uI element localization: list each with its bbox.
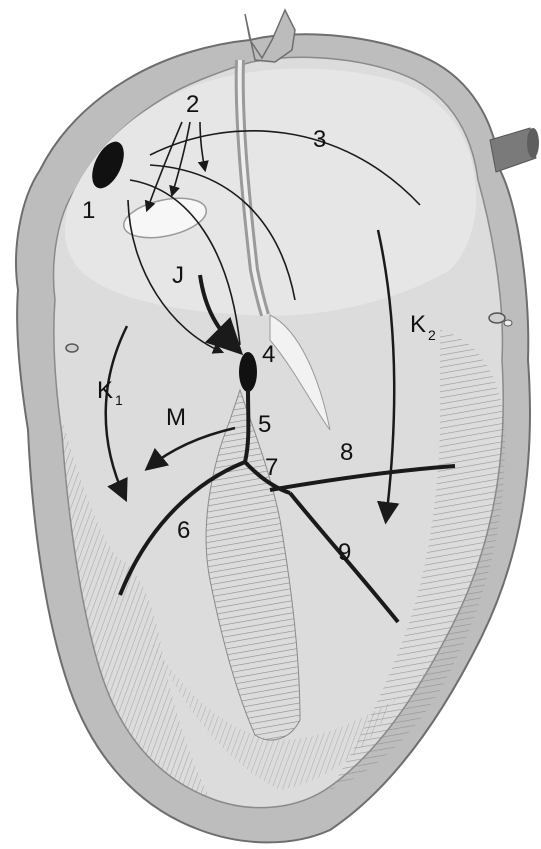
- label-4: 4: [262, 341, 275, 368]
- pulmonary-vein: [490, 128, 539, 172]
- label-k2-subscript: 2: [428, 327, 436, 343]
- coronary-vessels-left: [66, 344, 78, 352]
- label-5: 5: [258, 411, 271, 438]
- label-6: 6: [177, 517, 190, 544]
- label-3: 3: [313, 126, 326, 153]
- av-node: [239, 352, 257, 392]
- label-k2-letter: K: [410, 311, 426, 338]
- label-m: M: [166, 404, 186, 431]
- label-8: 8: [340, 439, 353, 466]
- label-k1-letter: K: [97, 377, 113, 404]
- label-j: J: [172, 262, 184, 289]
- label-1: 1: [82, 197, 95, 224]
- label-9: 9: [338, 539, 351, 566]
- label-7: 7: [265, 454, 278, 481]
- label-2: 2: [186, 91, 199, 118]
- label-k1-subscript: 1: [115, 392, 123, 408]
